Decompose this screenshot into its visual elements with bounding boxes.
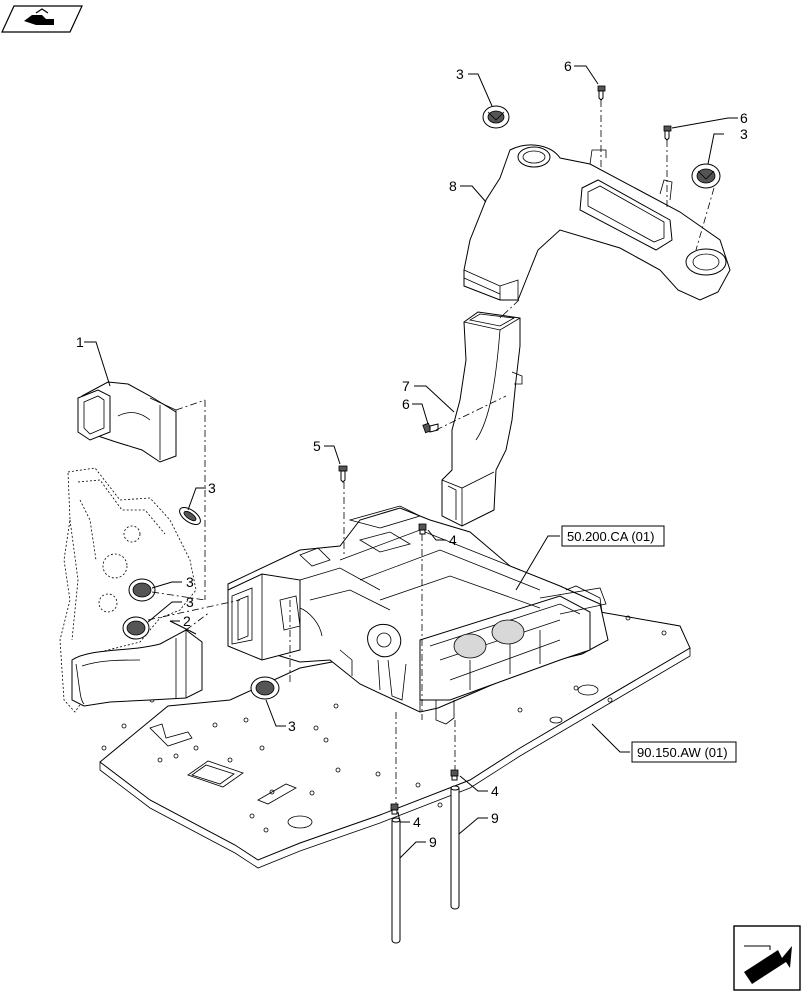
vent-grommet-left-top[interactable] [177,504,204,528]
callout-2: 2 [183,613,191,629]
callout-1: 1 [76,334,84,350]
drain-valve-upper[interactable] [418,523,427,535]
vent-grommet-left-middle[interactable] [128,578,156,602]
reference-hvac[interactable]: 50.200.CA (01) [561,525,665,547]
callout-6-right: 6 [740,110,748,126]
callout-3-roof-left: 3 [456,66,464,82]
exploded-view-book-icon[interactable] [1,5,83,33]
assembly-lines [147,100,715,804]
vertical-air-duct[interactable] [441,311,523,527]
left-upper-duct[interactable] [77,381,177,463]
drain-valve-lower-left[interactable] [390,803,399,815]
roof-air-duct[interactable] [463,144,731,301]
callout-9-left: 9 [429,834,437,850]
leader-lines [84,65,738,859]
callout-3-roof-right: 3 [740,126,748,142]
vent-grommet-left-lower[interactable] [122,616,150,640]
callout-4-lower-left: 4 [413,814,421,830]
left-lower-duct[interactable] [71,629,203,707]
callout-3-bottom: 3 [288,718,296,734]
callout-8: 8 [449,178,457,194]
next-page-arrow-icon[interactable] [733,925,801,991]
vent-grommet-top-right[interactable] [691,163,721,189]
screw-6-top[interactable] [597,85,606,101]
side-wall-panel [59,467,197,713]
callout-9-right: 9 [491,810,499,826]
screw-6-right[interactable] [663,125,672,141]
drain-tube-left[interactable] [391,817,401,944]
callout-7: 7 [402,378,410,394]
reference-hvac-label: 50.200.CA (01) [567,529,654,544]
callout-labels: 1 2 3 3 3 3 3 3 4 4 4 5 6 6 6 7 8 9 9 [76,58,748,850]
callout-5: 5 [313,438,321,454]
floor-platform [99,611,691,869]
reference-platform[interactable]: 90.150.AW (01) [631,741,737,763]
callout-3-top-left: 3 [208,480,216,496]
vent-grommet-top-left[interactable] [482,105,510,129]
screw-6-middle[interactable] [422,422,439,434]
reference-platform-label: 90.150.AW (01) [637,745,728,760]
callout-3-left-lower: 3 [186,594,194,610]
callout-6-middle: 6 [402,396,410,412]
callout-4-lower-right: 4 [491,783,499,799]
callout-6-top: 6 [564,58,572,74]
hvac-unit[interactable] [227,505,609,725]
callout-3-left-middle: 3 [186,574,194,590]
screw-5[interactable] [338,465,348,483]
drain-tube-right[interactable] [450,785,460,910]
drain-valve-lower-right[interactable] [450,769,459,781]
vent-grommet-bottom[interactable] [250,676,280,700]
callout-4-upper: 4 [449,532,457,548]
